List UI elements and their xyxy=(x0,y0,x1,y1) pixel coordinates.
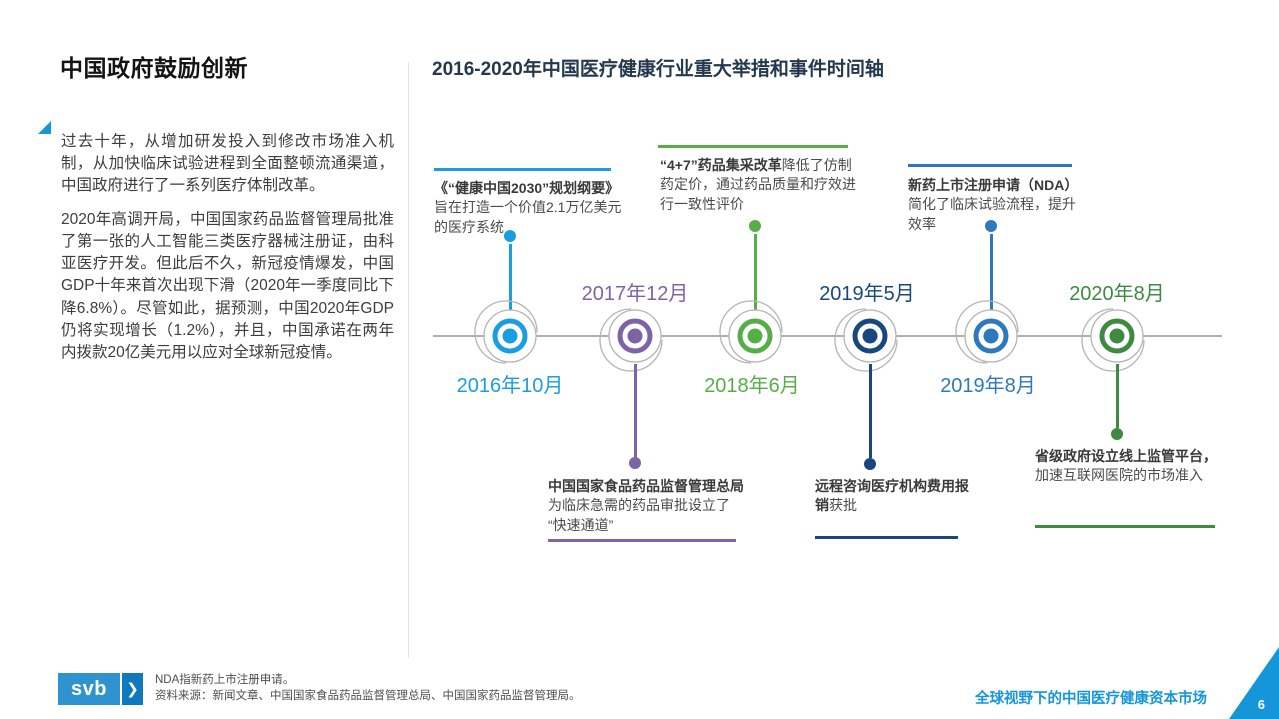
event-dot-icon xyxy=(749,220,761,232)
svb-logo: svb ❯ xyxy=(58,673,143,705)
page-corner-triangle xyxy=(1229,647,1279,719)
event-date: 2016年10月 xyxy=(456,375,564,397)
column-divider xyxy=(408,62,409,658)
accent-line xyxy=(815,536,958,539)
report-title: 全球视野下的中国医疗健康资本市场 xyxy=(975,691,1207,707)
event-desc: 降低了仿制药定价，通过药品质量和疗效进行一致性评价 xyxy=(660,157,856,212)
event-text: 中国国家食品药品监督管理总局为临床急需的药品审批设立了“快速通道” xyxy=(548,477,744,535)
event-date: 2019年8月 xyxy=(940,375,1036,397)
timeline-title: 2016-2020年中国医疗健康行业重大举措和事件时间轴 xyxy=(432,58,884,80)
event-title: 远程咨询医疗机构费用报销 xyxy=(815,478,969,514)
timeline-axis xyxy=(433,335,1222,337)
event-dot-icon xyxy=(985,220,997,232)
page-title: 中国政府鼓励创新 xyxy=(60,55,248,82)
timeline-node-icon xyxy=(474,300,538,364)
accent-line xyxy=(434,168,611,171)
timeline-node-icon xyxy=(955,300,1019,364)
event-connector xyxy=(754,234,757,312)
chevron-right-icon: ❯ xyxy=(122,673,143,705)
event-connector xyxy=(1116,364,1119,428)
event-dot-icon xyxy=(504,230,516,242)
event-text: “4+7”药品集采改革降低了仿制药定价，通过药品质量和疗效进行一致性评价 xyxy=(660,156,860,214)
event-dot-icon xyxy=(1111,428,1123,440)
event-desc: 加速互联网医院的市场准入 xyxy=(1035,467,1203,484)
footnote: NDA指新药上市注册申请。 资料来源：新闻文章、中国国家食品药品监督管理总局、中… xyxy=(155,672,581,704)
event-dot-icon xyxy=(629,457,641,469)
triangle-bullet-icon xyxy=(38,121,51,134)
timeline-node-icon xyxy=(719,300,783,364)
accent-line xyxy=(908,164,1072,167)
intro-paragraph: 过去十年，从增加研发投入到修改市场准入机制，从加快临床试验进程到全面整顿流通渠道… xyxy=(61,132,394,195)
event-dot-icon xyxy=(864,458,876,470)
event-desc: 旨在打造一个价值2.1万亿美元的医疗系统 xyxy=(434,199,622,235)
accent-line xyxy=(1035,525,1215,528)
body-paragraph: 2020年高调开局，中国国家药品监督管理局批准了第一张的人工智能三类医疗器械注册… xyxy=(61,210,394,362)
event-text: 远程咨询医疗机构费用报销获批 xyxy=(815,477,979,516)
event-text: 新药上市注册申请（NDA） 简化了临床试验流程，提升效率 xyxy=(908,176,1086,234)
event-date: 2020年8月 xyxy=(1069,283,1165,305)
svb-wordmark: svb xyxy=(58,673,120,705)
timeline-node-icon xyxy=(1081,308,1145,372)
event-title: “4+7”药品集采改革 xyxy=(660,157,782,173)
footnote-line-1: NDA指新药上市注册申请。 xyxy=(155,674,295,686)
event-desc: 为临床急需的药品审批设立了“快速通道” xyxy=(548,497,730,533)
event-desc: 简化了临床试验流程，提升效率 xyxy=(908,196,1076,232)
event-date: 2017年12月 xyxy=(581,283,689,305)
event-title: 省级政府设立线上监管平台， xyxy=(1035,448,1217,464)
event-connector xyxy=(509,244,512,312)
event-connector xyxy=(990,234,993,312)
footnote-line-2: 资料来源：新闻文章、中国国家食品药品监督管理总局、中国国家药品监督管理局。 xyxy=(155,690,581,703)
accent-line xyxy=(548,539,736,542)
event-text: 《“健康中国2030”规划纲要》旨在打造一个价值2.1万亿美元的医疗系统 xyxy=(434,179,630,237)
accent-line xyxy=(658,145,848,148)
event-title: 中国国家食品药品监督管理总局 xyxy=(548,478,744,494)
timeline-node-icon xyxy=(834,308,898,372)
event-date: 2018年6月 xyxy=(704,375,800,397)
timeline-node-icon xyxy=(599,308,663,372)
event-title: 新药上市注册申请（NDA） xyxy=(908,177,1079,193)
page-number: 6 xyxy=(1257,697,1265,712)
event-title: 《“健康中国2030”规划纲要》 xyxy=(434,180,620,196)
event-desc: 获批 xyxy=(829,497,857,514)
event-date: 2019年5月 xyxy=(819,283,915,305)
event-text: 省级政府设立线上监管平台， 加速互联网医院的市场准入 xyxy=(1035,447,1221,486)
event-connector xyxy=(869,364,872,458)
event-connector xyxy=(634,364,637,458)
